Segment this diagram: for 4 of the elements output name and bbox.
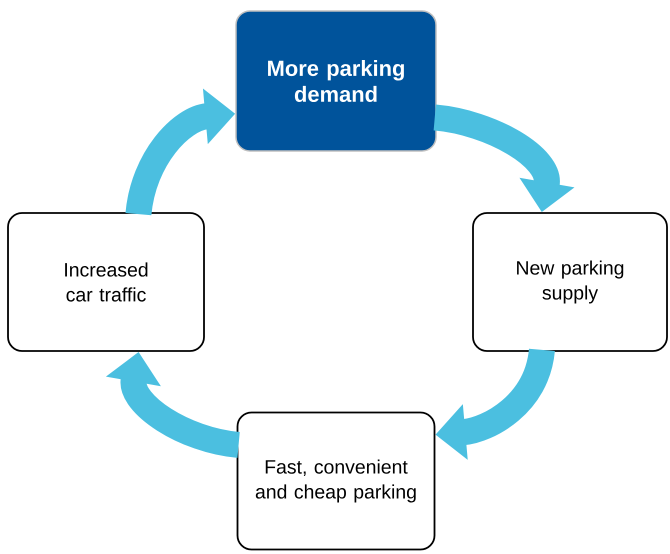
process-box: Increased car traffic [7, 212, 205, 352]
process-box: Fast, convenient and cheap parking [236, 412, 436, 550]
process-box: New parking supply [472, 212, 668, 352]
process-box: More parking demand [235, 10, 437, 152]
